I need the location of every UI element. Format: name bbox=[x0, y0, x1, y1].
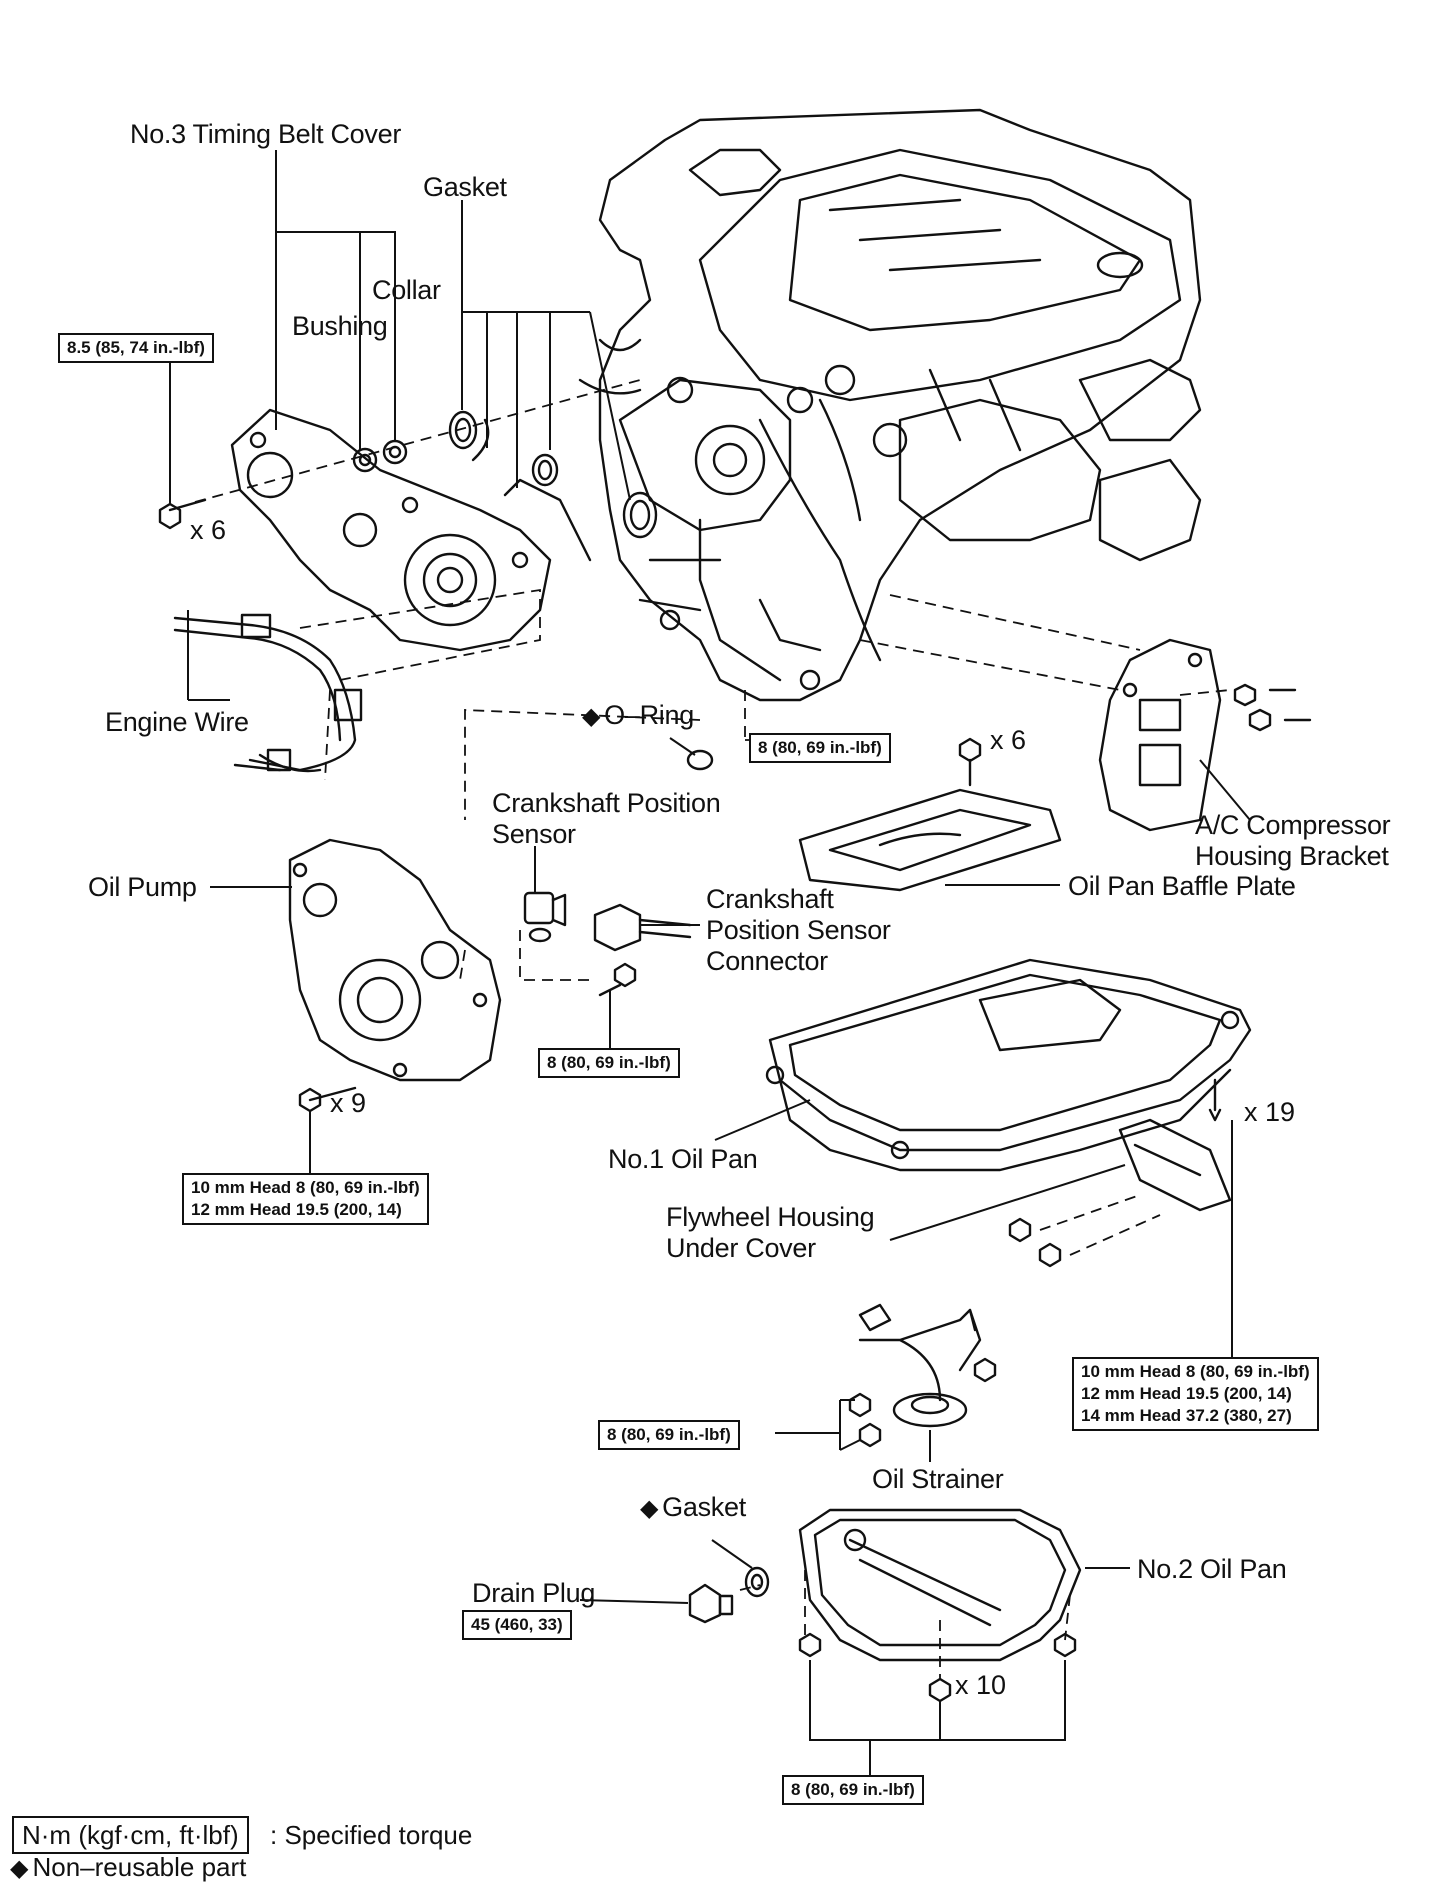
label-gasket-top: Gasket bbox=[423, 172, 507, 202]
ac-bracket-line-2: Housing Bracket bbox=[1195, 841, 1389, 871]
gasket-bottom-text: Gasket bbox=[662, 1492, 746, 1522]
label-no1-oil-pan: No.1 Oil Pan bbox=[608, 1144, 758, 1174]
dashed-assembly-lines bbox=[194, 379, 1231, 1680]
non-reusable-diamond-icon: ◆ bbox=[640, 1495, 659, 1522]
pan-torque-line-2: 12 mm Head 19.5 (200, 14) bbox=[1081, 1384, 1292, 1403]
label-oil-pump: Oil Pump bbox=[88, 872, 197, 902]
legend-torque-unit-box: N·m (kgf·cm, ft·lbf) bbox=[12, 1816, 249, 1854]
torque-box-o-ring-bolts: 8 (80, 69 in.-lbf) bbox=[749, 733, 891, 763]
ac-bracket bbox=[1098, 638, 1312, 832]
o-ring-part bbox=[686, 749, 714, 771]
legend-torque-text: : Specified torque bbox=[270, 1820, 473, 1850]
timing-belt-cover bbox=[230, 408, 552, 652]
label-ac-compressor-housing-bracket: A/C Compressor Housing Bracket bbox=[1195, 810, 1391, 872]
crank-sensor-line-2: Sensor bbox=[492, 819, 576, 849]
label-no2-oil-pan: No.2 Oil Pan bbox=[1137, 1554, 1287, 1584]
oil-strainer-part bbox=[848, 1303, 997, 1448]
label-engine-wire: Engine Wire bbox=[105, 707, 249, 737]
o-ring-text: O–Ring bbox=[604, 700, 694, 730]
o-ring-bolt-icon bbox=[958, 737, 982, 787]
label-flywheel-housing-under-cover: Flywheel Housing Under Cover bbox=[666, 1202, 875, 1264]
engine-wire bbox=[173, 613, 363, 773]
non-reusable-diamond-icon: ◆ bbox=[10, 1855, 29, 1882]
label-oil-strainer: Oil Strainer bbox=[872, 1464, 1004, 1494]
torque-box-drain-plug: 45 (460, 33) bbox=[462, 1610, 572, 1640]
torque-box-sensor-bolt: 8 (80, 69 in.-lbf) bbox=[538, 1048, 680, 1078]
engine-assembly bbox=[578, 108, 1202, 702]
oil-pump-torque-line-1: 10 mm Head 8 (80, 69 in.-lbf) bbox=[191, 1178, 420, 1197]
flywheel-housing-under-cover bbox=[1008, 1118, 1232, 1268]
oil-pump-part bbox=[288, 838, 502, 1113]
ac-bracket-line-1: A/C Compressor bbox=[1195, 810, 1391, 840]
label-crankshaft-position-sensor-connector: Crankshaft Position Sensor Connector bbox=[706, 884, 891, 977]
oil-pan-baffle-plate bbox=[798, 788, 1062, 892]
label-no3-timing-belt-cover: No.3 Timing Belt Cover bbox=[130, 119, 402, 149]
label-o-ring: ◆O–Ring bbox=[582, 700, 694, 732]
count-timing-cover-bolts: x 6 bbox=[190, 515, 227, 545]
leader-lines bbox=[169, 150, 1251, 1775]
flywheel-line-1: Flywheel Housing bbox=[666, 1202, 875, 1232]
torque-box-no2-pan: 8 (80, 69 in.-lbf) bbox=[782, 1775, 924, 1805]
crank-conn-line-1: Crankshaft bbox=[706, 884, 834, 914]
crank-conn-line-2: Position Sensor bbox=[706, 915, 891, 945]
legend-non-reusable-text: Non–reusable part bbox=[32, 1852, 247, 1882]
torque-box-timing-cover: 8.5 (85, 74 in.-lbf) bbox=[58, 333, 214, 363]
bushing-collar-parts bbox=[352, 439, 408, 473]
torque-box-oil-pan: 10 mm Head 8 (80, 69 in.-lbf) 12 mm Head… bbox=[1072, 1357, 1319, 1431]
count-no2-pan-bolts: x 10 bbox=[955, 1670, 1007, 1700]
label-crankshaft-position-sensor: Crankshaft Position Sensor bbox=[492, 788, 721, 850]
drain-plug-part bbox=[688, 1566, 770, 1624]
label-drain-plug: Drain Plug bbox=[472, 1578, 596, 1608]
count-oil-pump-bolts: x 9 bbox=[330, 1088, 367, 1118]
pan-torque-line-3: 14 mm Head 37.2 (380, 27) bbox=[1081, 1406, 1292, 1425]
no1-oil-pan bbox=[765, 958, 1252, 1172]
pan-torque-line-1: 10 mm Head 8 (80, 69 in.-lbf) bbox=[1081, 1362, 1310, 1381]
non-reusable-diamond-icon: ◆ bbox=[582, 703, 601, 730]
oil-pump-torque-line-2: 12 mm Head 19.5 (200, 14) bbox=[191, 1200, 402, 1219]
label-oil-pan-baffle-plate: Oil Pan Baffle Plate bbox=[1068, 871, 1296, 901]
label-collar: Collar bbox=[372, 275, 441, 305]
label-gasket-bottom: ◆Gasket bbox=[640, 1492, 746, 1524]
no2-oil-pan bbox=[798, 1508, 1082, 1703]
label-bushing: Bushing bbox=[292, 311, 388, 341]
torque-box-strainer: 8 (80, 69 in.-lbf) bbox=[598, 1420, 740, 1450]
count-pan-bolts: x 19 bbox=[1244, 1097, 1296, 1127]
count-o-ring-bolts: x 6 bbox=[990, 725, 1027, 755]
crank-conn-line-3: Connector bbox=[706, 946, 828, 976]
torque-box-oil-pump: 10 mm Head 8 (80, 69 in.-lbf) 12 mm Head… bbox=[182, 1173, 429, 1225]
flywheel-line-2: Under Cover bbox=[666, 1233, 816, 1263]
legend-non-reusable: ◆Non–reusable part bbox=[10, 1850, 246, 1886]
crank-sensor-line-1: Crankshaft Position bbox=[492, 788, 721, 818]
